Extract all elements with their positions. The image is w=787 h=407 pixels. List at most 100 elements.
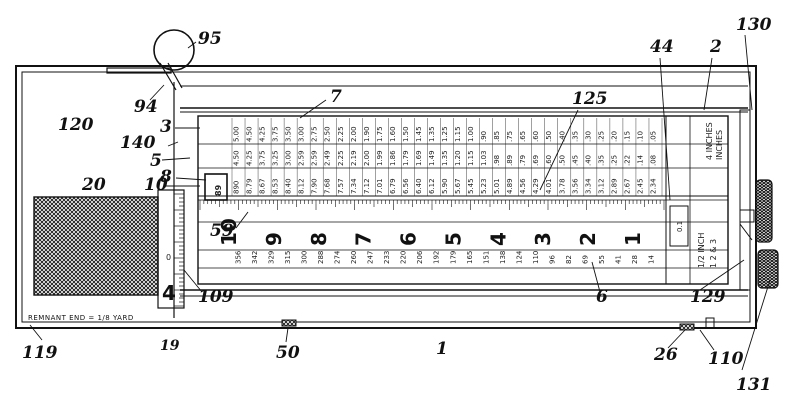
scale-row-2-value: .14 — [636, 154, 644, 166]
scale-row-3-value: 3.56 — [571, 178, 579, 194]
scale-row-3-value: 7.90 — [311, 178, 319, 194]
pivot-lever — [106, 29, 195, 91]
scale-row-2-value: .45 — [571, 155, 579, 166]
scale-row-3-value: 6.79 — [389, 178, 397, 194]
scale-row-2-value: .60 — [545, 155, 553, 166]
scale-row-3-value: 7.12 — [363, 178, 371, 194]
numeral-94: 94 — [134, 97, 158, 117]
scale-row-4-value: 124 — [515, 250, 523, 264]
scale-row-4-value: 206 — [416, 250, 424, 264]
scale-row-1-value: 3.00 — [298, 126, 306, 142]
scale-row-4-value: 138 — [499, 251, 507, 264]
big-scale-digit: 10 — [217, 218, 241, 246]
feet — [281, 317, 715, 331]
scale-row-2-value: 2.59 — [311, 150, 319, 166]
numeral-131: 131 — [736, 375, 772, 395]
scale-row-2-value: .98 — [493, 155, 501, 166]
scale-row-2-value: .50 — [558, 155, 566, 166]
scale-row-4-value: 288 — [317, 251, 325, 264]
numeral-95: 95 — [198, 29, 222, 49]
scale-row-2-value: .35 — [597, 155, 605, 166]
scale-row-2-value: .08 — [649, 155, 657, 166]
scale-row-1-value: .20 — [610, 131, 618, 142]
numeral-120: 120 — [58, 115, 94, 135]
bottom-rails — [180, 289, 748, 297]
scale-row-1-value: .30 — [584, 131, 592, 142]
scale-row-2-value: 1.99 — [376, 150, 384, 166]
scale-row-1-value: 1.45 — [415, 126, 423, 142]
scale-row-4-value: 110 — [532, 251, 540, 264]
scale-row-4-value: 315 — [284, 251, 292, 264]
inches-sub-label: INCHES — [715, 130, 724, 160]
scale-row-4-value: 96 — [549, 255, 557, 264]
scale-row-4-value: 28 — [631, 255, 639, 264]
scale-row-2-value: .40 — [584, 155, 592, 166]
scale-row-1-value: .05 — [649, 131, 657, 142]
scale-row-2-value: 3.00 — [285, 150, 293, 166]
scale-row-3-value: 8.53 — [272, 178, 280, 194]
big-scale-digit: 8 — [307, 232, 331, 246]
scale-row-4-value: 179 — [449, 251, 457, 264]
scale-row-4-value: 151 — [482, 251, 490, 264]
numeral-129: 129 — [690, 287, 726, 307]
scale-row-1-value: 4.25 — [259, 126, 267, 142]
scale-row-2-value: 1.69 — [415, 150, 423, 166]
reading-window: 89 — [204, 173, 228, 201]
numeral-59: 59 — [210, 221, 234, 241]
numeral-6: 6 — [596, 287, 608, 307]
numeral-119: 119 — [22, 343, 58, 363]
scale-row-1-value: .25 — [597, 131, 605, 142]
scale-row-4-value: 356 — [234, 250, 242, 264]
scale-row-4-value: 300 — [300, 251, 308, 264]
scale-row-3-value: 4.29 — [532, 178, 540, 194]
scale-row-1-value: 2.75 — [311, 126, 319, 142]
scale-row-1-value: 1.75 — [376, 126, 384, 142]
scale-row-2-value: .69 — [532, 155, 540, 166]
big-scale-digit: 6 — [397, 232, 421, 246]
scale-row-3-value: 7.01 — [376, 178, 384, 194]
scale-row-3-value: 8.67 — [259, 178, 267, 194]
scale-row-2-value: 2.59 — [298, 150, 306, 166]
scale-row-1-value: 4.50 — [246, 126, 254, 142]
numeral-109: 109 — [198, 287, 234, 307]
right-label-panel: 4 INCHES INCHES 0.1 1/2 INCH 1 2 & 3 — [669, 122, 724, 268]
numeral-3: 3 — [160, 117, 172, 137]
scale-row-2-value: 4.25 — [246, 150, 254, 166]
caption-strip: REMNANT END = 1/8 YARD — [28, 314, 134, 322]
scale-row-1-value: 3.50 — [285, 126, 293, 142]
scale-row-2-value: 1.15 — [467, 150, 475, 166]
scale-row-3-value: 6.56 — [402, 178, 410, 194]
scale-row-3-value: 3.12 — [597, 178, 605, 194]
big-scale-digit: 1 — [621, 232, 645, 246]
window-value: 89 — [214, 184, 223, 196]
scale-row-3-value: 7.57 — [337, 178, 345, 194]
scale-row-2-value: 3.25 — [272, 150, 280, 166]
scale-row-4-value: 247 — [367, 251, 375, 264]
scale-row-1-value: 2.00 — [350, 126, 358, 142]
scale-row-3-value: 8.40 — [285, 178, 293, 194]
scale-row-1-value: .40 — [558, 131, 566, 142]
left-ruler-number-0: 0 — [166, 253, 171, 262]
scale-row-2-value: .79 — [519, 155, 527, 166]
scale-row-3-value: 5.67 — [454, 178, 462, 194]
leader-lines — [29, 34, 771, 371]
scale-row-2-value: 2.00 — [363, 150, 371, 166]
scale-row-1-value: 1.50 — [402, 126, 410, 142]
scale-row-1-value: 2.25 — [337, 126, 345, 142]
right-mechanism — [739, 109, 779, 291]
scale-row-3-value: 890 — [233, 181, 241, 194]
scale-row-4-value: 165 — [466, 251, 474, 264]
scale-row-2-value: 1.35 — [441, 150, 449, 166]
big-scale-digit: 7 — [352, 232, 376, 246]
scale-row-3-value: 8.79 — [246, 178, 254, 194]
numeral-125: 125 — [572, 89, 608, 109]
scale-row-1-value: 3.75 — [272, 126, 280, 142]
scale-row-2-value: 1.49 — [428, 150, 436, 166]
big-scale-digit: 9 — [262, 232, 286, 246]
scale-row-3-value: 8.12 — [298, 178, 306, 194]
numeral-110: 110 — [708, 349, 744, 369]
scale-row-1-value: 1.60 — [389, 126, 397, 142]
scale-row-4-value: 192 — [433, 251, 441, 264]
scale-row-3-value: 3.34 — [584, 178, 592, 194]
